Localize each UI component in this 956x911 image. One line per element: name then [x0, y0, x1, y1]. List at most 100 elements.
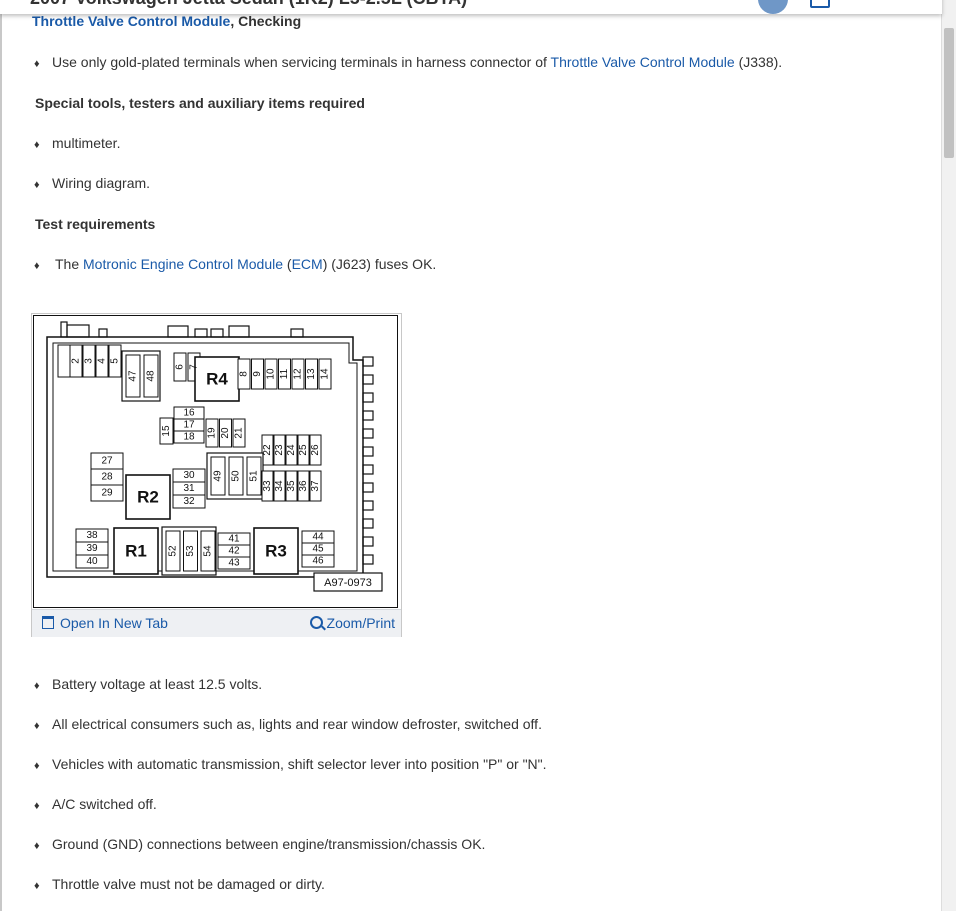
fuse-15-label: 15	[161, 425, 172, 437]
bullet-diamond-icon: ♦	[34, 800, 40, 812]
block-49-51-fuse-label: 50	[231, 470, 242, 482]
block-49-51-fuse	[228, 456, 244, 496]
link-ecm[interactable]: ECM	[291, 256, 323, 272]
block-47-48-fuse-label: 48	[146, 370, 157, 382]
row-33-37-fuse	[273, 470, 286, 502]
stack-38-40-fuse-label: 39	[86, 543, 98, 554]
vehicle-title: 2007 Volkswagen Jetta Sedan (1K2) L5-2.5…	[30, 0, 467, 9]
bullet-diamond-icon: ♦	[34, 179, 40, 191]
link-motronic-ecm[interactable]: Motronic Engine Control Module	[83, 256, 284, 272]
stack-16-18-fuse	[173, 430, 205, 444]
list-item: ♦Battery voltage at least 12.5 volts.	[34, 676, 263, 692]
row-8-14-fuse-label: 8	[239, 371, 250, 377]
breadcrumb: Throttle Valve Control Module, Checking	[32, 13, 301, 29]
row-22-26-fuse	[309, 434, 322, 466]
avatar[interactable]	[758, 0, 788, 14]
document-icon[interactable]	[810, 0, 830, 8]
block-47-48-fuse	[125, 354, 141, 398]
connector-tab	[362, 392, 374, 403]
bullet-diamond-icon: ♦	[34, 880, 40, 892]
row-8-14-fuse	[278, 358, 291, 390]
stack-30-32-fuse-label: 31	[183, 483, 195, 494]
stack-44-46-fuse-label: 44	[312, 532, 324, 543]
top-left-fuse	[69, 344, 83, 378]
relay-r3	[253, 527, 299, 575]
row-22-26-fuse	[261, 434, 274, 466]
block-52-54-fuse-label: 53	[185, 545, 196, 557]
top-left-fuse-label: 5	[110, 358, 121, 364]
top-left-fuse	[108, 344, 122, 378]
row-33-37-fuse-label: 33	[262, 480, 273, 492]
row-33-37-fuse-label: 34	[274, 480, 285, 492]
row-33-37-fuse	[309, 470, 322, 502]
row-8-14-fuse	[291, 358, 305, 390]
row-22-26-fuse	[285, 434, 298, 466]
pair-6-7-fuse-label: 7	[189, 364, 200, 370]
block-52-54-fuse	[200, 530, 216, 572]
row-22-26-fuse-label: 25	[298, 444, 309, 456]
open-new-tab-icon	[42, 616, 54, 629]
open-in-new-tab-button[interactable]: Open In New Tab	[42, 615, 168, 631]
connector-tab	[362, 554, 374, 565]
connector-tab	[362, 464, 374, 475]
row-19-21-fuse	[232, 418, 246, 448]
scrollbar-thumb[interactable]	[944, 28, 954, 158]
list-item: ♦Throttle valve must not be damaged or d…	[34, 876, 325, 892]
stack-16-18-fuse-label: 17	[183, 420, 195, 431]
top-left-fuse	[82, 344, 96, 378]
bullet-diamond-icon: ♦	[34, 840, 40, 852]
top-left-fuse	[95, 344, 109, 378]
heading-test-requirements: Test requirements	[35, 216, 156, 232]
stack-44-46-fuse	[301, 554, 335, 568]
row-33-37-fuse	[261, 470, 274, 502]
row-33-37-fuse-label: 35	[286, 480, 297, 492]
vertical-scrollbar[interactable]	[941, 0, 956, 911]
top-left-fuse-label: 3	[84, 358, 95, 364]
stack-16-18-fuse-label: 16	[183, 408, 195, 419]
list-item: ♦Vehicles with automatic transmission, s…	[34, 756, 547, 772]
connector-tab	[362, 428, 374, 439]
stack-38-40-fuse-label: 38	[86, 530, 98, 541]
row-8-14-fuse-label: 12	[293, 368, 304, 380]
connector-tab	[362, 500, 374, 511]
row-22-26-fuse-label: 23	[274, 444, 285, 456]
fuse-15	[159, 417, 174, 445]
figure-reference-label: A97-0973	[324, 577, 372, 589]
connector-tab	[362, 410, 374, 421]
breadcrumb-link-throttle-valve-control-module[interactable]: Throttle Valve Control Module	[32, 13, 231, 29]
row-8-14-fuse-label: 14	[320, 368, 331, 380]
heading-special-tools: Special tools, testers and auxiliary ite…	[35, 95, 365, 111]
link-throttle-valve-control-module[interactable]: Throttle Valve Control Module	[550, 54, 735, 70]
list-item: ♦A/C switched off.	[34, 796, 157, 812]
row-19-21-fuse	[219, 418, 232, 448]
row-8-14-fuse	[264, 358, 278, 390]
block-47-48-fuse	[143, 354, 159, 398]
pair-6-7-fuse-label: 6	[175, 364, 186, 370]
list-item: ♦Wiring diagram.	[34, 175, 151, 191]
row-33-37-fuse-label: 37	[310, 480, 321, 492]
stack-30-32-fuse-label: 30	[183, 470, 195, 481]
relay-r1-label: R1	[125, 542, 147, 561]
relay-r2	[125, 474, 171, 520]
connector-tab	[362, 446, 374, 457]
relay-r4-label: R4	[206, 370, 228, 389]
row-22-26-fuse	[273, 434, 286, 466]
page-left-border	[0, 0, 2, 911]
breadcrumb-suffix: , Checking	[230, 13, 302, 29]
row-19-21-fuse-label: 21	[234, 427, 245, 439]
row-22-26-fuse-label: 22	[262, 444, 273, 456]
stack-38-40-fuse-label: 40	[86, 556, 98, 567]
row-33-37-fuse-label: 36	[298, 480, 309, 492]
row-8-14-fuse	[237, 358, 251, 390]
block-52-54-fuse-label: 52	[168, 545, 179, 557]
row-19-21-fuse-label: 20	[220, 427, 231, 439]
block-52-54-fuse-label: 54	[203, 545, 214, 557]
row-8-14-fuse-label: 10	[266, 368, 277, 380]
stack-30-32-fuse	[172, 494, 206, 509]
relay-r4	[194, 356, 240, 402]
zoom-print-button[interactable]: Zoom/Print	[309, 615, 395, 631]
connector-tab	[362, 518, 374, 529]
stack-44-46-fuse-label: 45	[312, 544, 324, 555]
connector-tab	[362, 536, 374, 547]
